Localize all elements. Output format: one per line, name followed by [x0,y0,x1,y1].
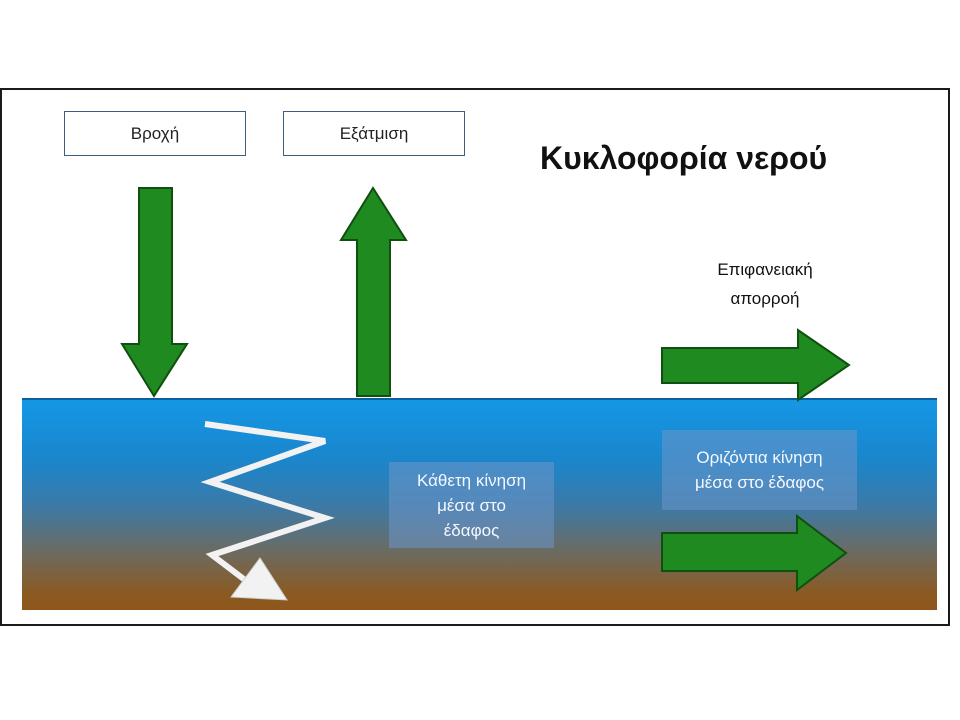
diagram-title: Κυκλοφορία νερού [540,140,828,176]
surface-runoff-label: Επιφανειακή απορροή [717,260,813,308]
rain-label: Βροχή [130,123,180,143]
evaporation-label: Εξάτμιση [339,123,409,143]
horizontal-movement-box: Οριζόντια κίνηση μέσα στο έδαφος [662,430,857,510]
vertical-movement-box: Κάθετη κίνηση μέσα στο έδαφος [389,462,554,548]
horizontal-movement-label: Οριζόντια κίνηση μέσα στο έδαφος [694,448,825,492]
rain-label-box: Βροχή [64,111,246,156]
vertical-movement-label: Κάθετη κίνηση μέσα στο έδαφος [416,470,527,540]
evaporation-label-box: Εξάτμιση [283,111,465,156]
